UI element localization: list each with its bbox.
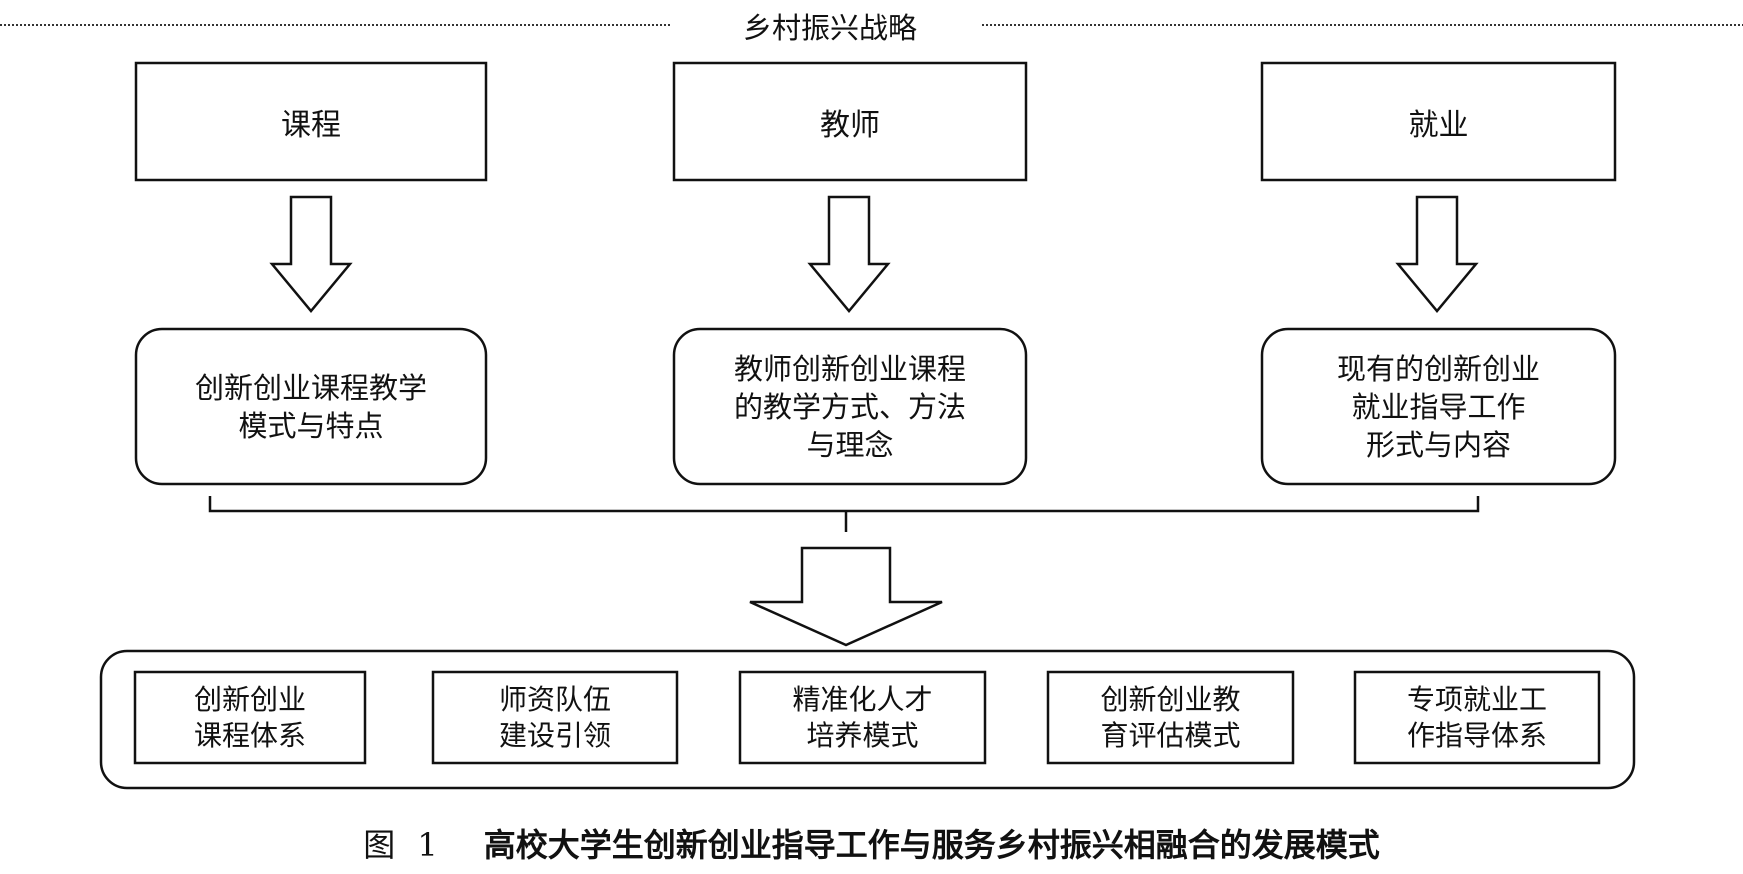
figure-caption: 图 1 高校大学生创新创业指导工作与服务乡村振兴相融合的发展模式 bbox=[0, 818, 1743, 868]
arrow-down-employment bbox=[1395, 195, 1479, 313]
bottom-item-box-2 bbox=[431, 670, 679, 765]
top-box-course bbox=[134, 61, 488, 182]
top-box-employment-label: 就业 bbox=[1408, 107, 1469, 143]
bottom-item-label-3: 精准化人才 培养模式 bbox=[792, 682, 933, 752]
merge-bracket bbox=[208, 496, 1480, 513]
bottom-item-box-4 bbox=[1046, 670, 1295, 765]
middle-box-teacher bbox=[672, 327, 1028, 486]
figure-label: 图 1 bbox=[363, 826, 444, 864]
middle-box-course bbox=[134, 327, 488, 486]
bottom-item-box-1 bbox=[133, 670, 367, 765]
bottom-item-label-4: 创新创业教 育评估模式 bbox=[1100, 682, 1241, 752]
arrow-down-teacher bbox=[807, 195, 891, 313]
bottom-item-box-5 bbox=[1353, 670, 1601, 765]
bottom-item-label-1: 创新创业 课程体系 bbox=[193, 682, 306, 752]
arrow-down-main bbox=[749, 546, 943, 647]
top-box-teacher bbox=[672, 61, 1028, 182]
bottom-item-label-5: 专项就业工 作指导体系 bbox=[1406, 682, 1547, 752]
bottom-item-box-3 bbox=[738, 670, 987, 765]
middle-box-course-label: 创新创业课程教学 模式与特点 bbox=[194, 370, 427, 443]
top-box-course-label: 课程 bbox=[281, 107, 341, 143]
top-box-teacher-label: 教师 bbox=[820, 107, 880, 143]
figure-caption-text: 高校大学生创新创业指导工作与服务乡村振兴相融合的发展模式 bbox=[483, 826, 1380, 864]
bottom-item-label-2: 师资队伍 建设引领 bbox=[498, 682, 611, 752]
middle-box-teacher-label: 教师创新创业课程 的教学方式、方法 与理念 bbox=[733, 351, 966, 462]
bottom-container bbox=[99, 649, 1636, 790]
header-title: 乡村振兴战略 bbox=[742, 11, 917, 45]
middle-box-employment bbox=[1260, 327, 1617, 486]
arrow-down-course bbox=[269, 195, 353, 313]
top-box-employment bbox=[1260, 61, 1617, 182]
middle-box-employment-label: 现有的创新创业 就业指导工作 形式与内容 bbox=[1336, 351, 1540, 462]
